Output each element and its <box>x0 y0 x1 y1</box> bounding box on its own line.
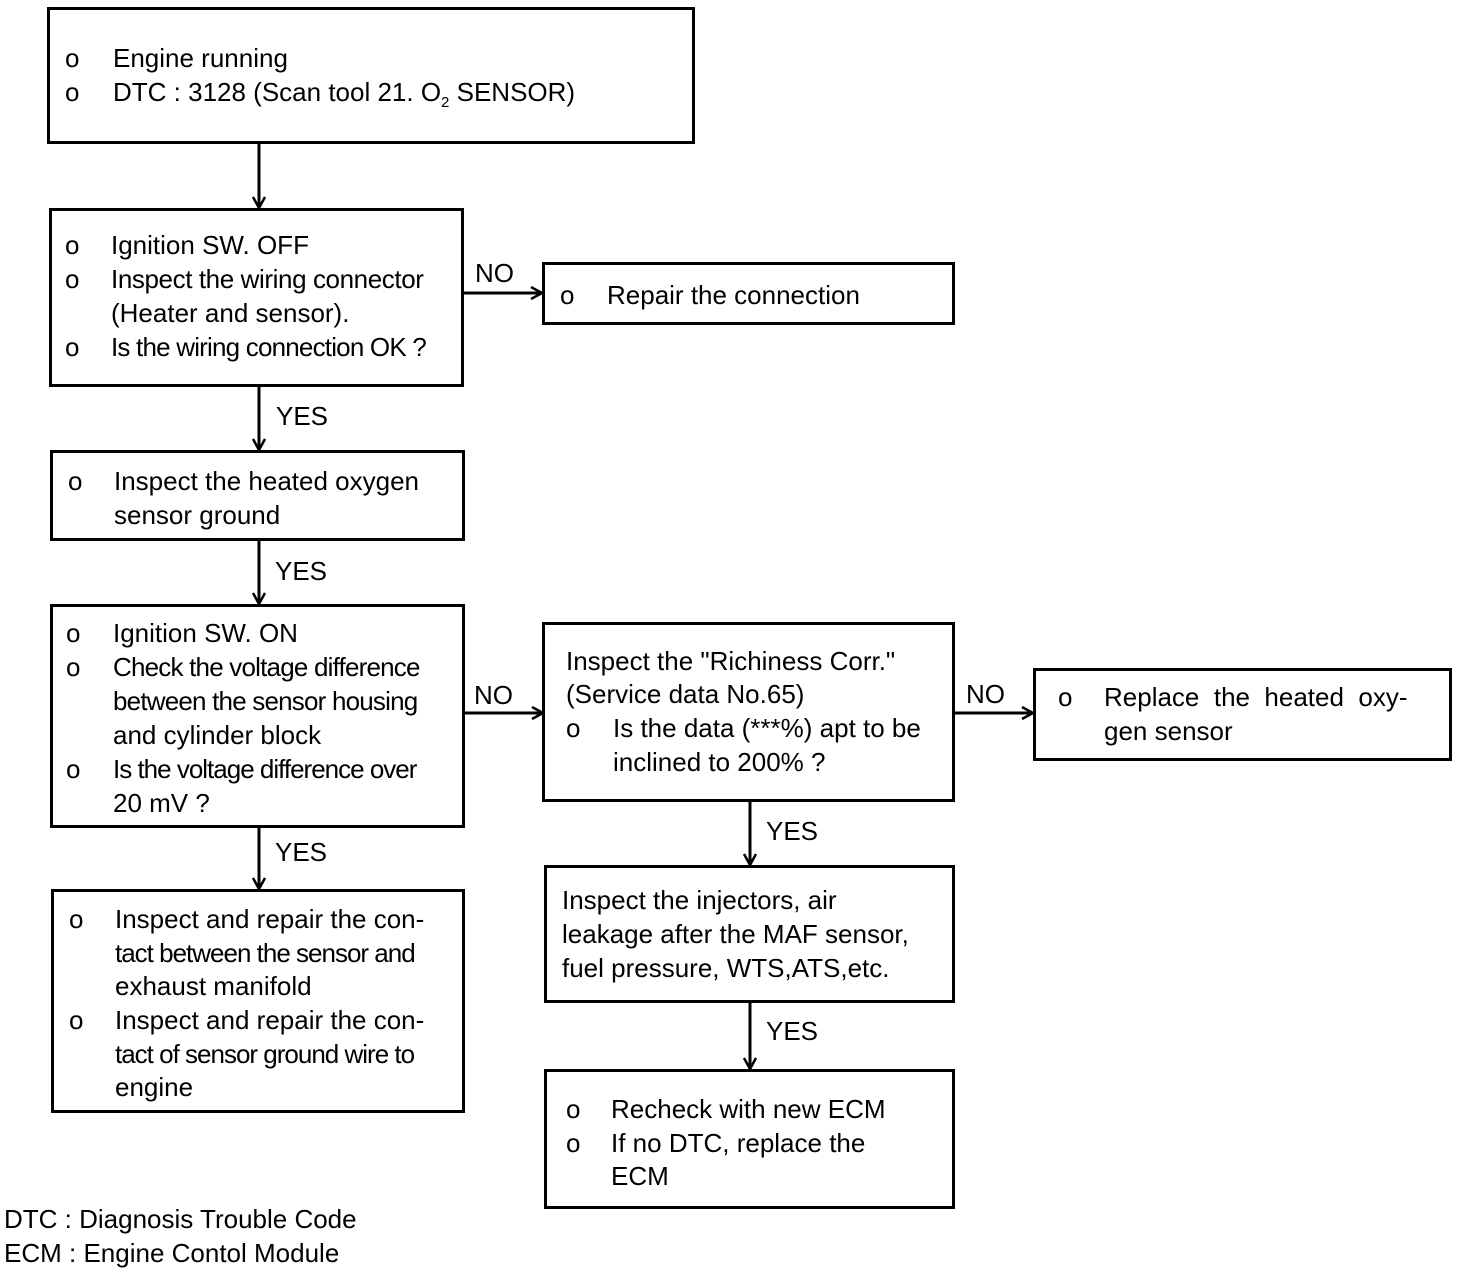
bullet: o <box>566 1094 581 1124</box>
bullet: o <box>69 1005 84 1035</box>
ground-line-1: Inspect the heated oxygen <box>114 466 420 496</box>
voltage-line-2: Check the voltage difference <box>113 652 420 682</box>
label-no-wiring: NO <box>475 258 514 288</box>
injectors-line-3: fuel pressure, WTS,ATS,etc. <box>562 953 890 983</box>
wiring-check-box: o Ignition SW. OFF o Inspect the wiring … <box>49 208 464 387</box>
richness-line-4: inclined to 200% ? <box>613 747 826 777</box>
bullet: o <box>69 904 84 934</box>
bullet: o <box>566 713 581 743</box>
bullet: o <box>65 77 80 107</box>
voltage-line-4: and cylinder block <box>113 720 322 750</box>
dtc-text: DTC : 3128 (Scan tool 21. O <box>113 77 442 107</box>
legend-dtc: DTC : Diagnosis Trouble Code <box>4 1204 357 1234</box>
recheck-line-3: ECM <box>611 1161 669 1191</box>
bullet: o <box>65 43 80 73</box>
replace-sensor-box: o Replace the heated oxy- gen sensor <box>1033 668 1452 761</box>
repair-connection-line: Repair the connection <box>607 280 860 310</box>
label-yes-voltage: YES <box>275 837 328 867</box>
contact-line-4: Inspect and repair the con- <box>115 1005 425 1035</box>
bullet: o <box>66 754 81 784</box>
voltage-line-6: 20 mV ? <box>113 788 210 818</box>
wiring-line-4: Is the wiring connection OK ? <box>111 332 427 362</box>
bullet: o <box>65 332 80 362</box>
sensor-text: SENSOR) <box>449 77 576 107</box>
contact-line-6: engine <box>115 1072 194 1102</box>
label-yes-injectors: YES <box>766 1016 819 1046</box>
repair-connection-box: o Repair the connection <box>542 262 955 325</box>
contact-line-2: tact between the sensor and <box>115 938 416 968</box>
richness-check-box: Inspect the "Richiness Corr." (Service d… <box>542 622 955 802</box>
label-yes-richness: YES <box>766 816 819 846</box>
subscript-2: 2 <box>441 94 450 111</box>
label-yes-ground: YES <box>275 556 328 586</box>
bullet: o <box>65 230 80 260</box>
bullet: o <box>66 652 81 682</box>
injectors-line-2: leakage after the MAF sensor, <box>562 919 909 949</box>
bullet: o <box>560 280 575 310</box>
voltage-check-box: o Ignition SW. ON o Check the voltage di… <box>50 604 465 828</box>
start-box: o Engine running o DTC : 3128 (Scan tool… <box>47 7 695 144</box>
label-no-voltage: NO <box>474 680 513 710</box>
start-line-2: DTC : 3128 (Scan tool 21. O2 SENSOR) <box>113 75 576 111</box>
label-yes-wiring: YES <box>276 401 329 431</box>
legend-ecm: ECM : Engine Contol Module <box>4 1238 340 1268</box>
recheck-line-2: If no DTC, replace the <box>611 1128 866 1158</box>
recheck-line-1: Recheck with new ECM <box>611 1094 886 1124</box>
contact-line-5: tact of sensor ground wire to <box>115 1039 415 1069</box>
recheck-ecm-box: o Recheck with new ECM o If no DTC, repl… <box>544 1069 955 1209</box>
wiring-line-1: Ignition SW. OFF <box>111 230 309 260</box>
bullet: o <box>65 264 80 294</box>
sensor-ground-box: o Inspect the heated oxygen sensor groun… <box>50 450 465 541</box>
richness-line-1: Inspect the "Richiness Corr." <box>566 646 896 676</box>
repair-contact-box: o Inspect and repair the con- tact betwe… <box>51 889 465 1113</box>
wiring-line-3: (Heater and sensor). <box>111 298 350 328</box>
bullet: o <box>566 1128 581 1158</box>
voltage-line-5: Is the voltage difference over <box>113 754 417 784</box>
injectors-box: Inspect the injectors, air leakage after… <box>544 865 955 1003</box>
replace-line-2: gen sensor <box>1104 716 1233 746</box>
bullet: o <box>1058 682 1073 712</box>
richness-line-2: (Service data No.65) <box>566 679 805 709</box>
contact-line-3: exhaust manifold <box>115 971 312 1001</box>
replace-line-1: Replace the heated oxy- <box>1104 682 1408 712</box>
start-line-1: Engine running <box>113 43 288 73</box>
wiring-line-2: Inspect the wiring connector <box>111 264 424 294</box>
contact-line-1: Inspect and repair the con- <box>115 904 425 934</box>
richness-line-3: Is the data (***%) apt to be <box>613 713 921 743</box>
label-no-richness: NO <box>966 679 1005 709</box>
injectors-line-1: Inspect the injectors, air <box>562 885 837 915</box>
ground-line-2: sensor ground <box>114 500 281 530</box>
voltage-line-3: between the sensor housing <box>113 686 418 716</box>
bullet: o <box>68 466 83 496</box>
bullet: o <box>66 618 81 648</box>
voltage-line-1: Ignition SW. ON <box>113 618 298 648</box>
